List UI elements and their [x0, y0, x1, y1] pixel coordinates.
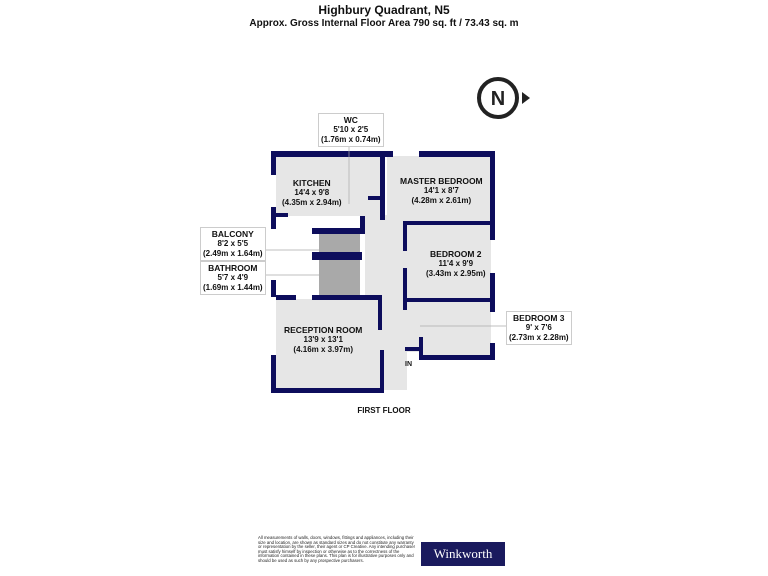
room-imperial: 8'2 x 5'5 [217, 239, 249, 248]
room-name: BEDROOM 2 [430, 249, 482, 259]
room-name: WC [343, 115, 358, 125]
room-label-master-bedroom: MASTER BEDROOM 14'1 x 8'7 (4.28m x 2.61m… [400, 176, 483, 206]
room-name: BEDROOM 3 [513, 313, 565, 323]
bathroom-fittings [319, 234, 360, 295]
room-name: RECEPTION ROOM [284, 325, 363, 335]
brand-logo: Winkworth [421, 542, 505, 566]
room-label-reception: RECEPTION ROOM 13'9 x 13'1 (4.16m x 3.97… [284, 325, 363, 355]
room-name: BATHROOM [208, 263, 258, 273]
room-label-bathroom: BATHROOM 5'7 x 4'9 (1.69m x 1.44m) [200, 261, 266, 295]
room-name: BALCONY [211, 229, 254, 239]
compass-label: N [491, 88, 505, 110]
compass-icon: N [477, 77, 530, 119]
room-label-wc: WC 5'10 x 2'5 (1.76m x 0.74m) [318, 113, 384, 147]
wc-area [319, 234, 360, 252]
room-metric: (3.43m x 2.95m) [426, 269, 486, 278]
room-label-kitchen: KITCHEN 14'4 x 9'8 (4.35m x 2.94m) [282, 178, 342, 208]
room-label-balcony: BALCONY 8'2 x 5'5 (2.49m x 1.64m) [200, 227, 266, 261]
floor-label: FIRST FLOOR [357, 406, 411, 415]
room-metric: (4.35m x 2.94m) [282, 198, 342, 207]
room-imperial: 13'9 x 13'1 [303, 335, 343, 344]
plan-title: Highbury Quadrant, N5 [318, 3, 450, 17]
bath-area [319, 260, 360, 295]
room-imperial: 14'1 x 8'7 [423, 186, 459, 195]
room-imperial: 9' x 7'6 [525, 323, 552, 332]
room-label-bedroom-2: BEDROOM 2 11'4 x 9'9 (3.43m x 2.95m) [426, 249, 486, 279]
room-imperial: 5'10 x 2'5 [333, 125, 369, 134]
floor-area: Approx. Gross Internal Floor Area 790 sq… [249, 18, 519, 29]
room-metric: (4.28m x 2.61m) [411, 196, 472, 205]
room-imperial: 14'4 x 9'8 [294, 188, 330, 197]
room-label-bedroom-3: BEDROOM 3 9' x 7'6 (2.73m x 2.28m) [506, 311, 572, 345]
room-metric: (2.73m x 2.28m) [509, 333, 569, 342]
entry-label: IN [405, 361, 412, 368]
room-name: KITCHEN [292, 178, 331, 188]
room-imperial: 5'7 x 4'9 [217, 273, 249, 282]
walls [271, 151, 495, 393]
room-metric: (1.76m x 0.74m) [321, 135, 381, 144]
room-metric: (2.49m x 1.64m) [203, 249, 263, 258]
room-metric: (4.16m x 3.97m) [293, 345, 353, 354]
disclaimer: All measurements of walls, doors, window… [258, 535, 416, 563]
room-name: MASTER BEDROOM [400, 176, 483, 186]
room-metric: (1.69m x 1.44m) [203, 283, 263, 292]
room-imperial: 11'4 x 9'9 [438, 259, 474, 268]
